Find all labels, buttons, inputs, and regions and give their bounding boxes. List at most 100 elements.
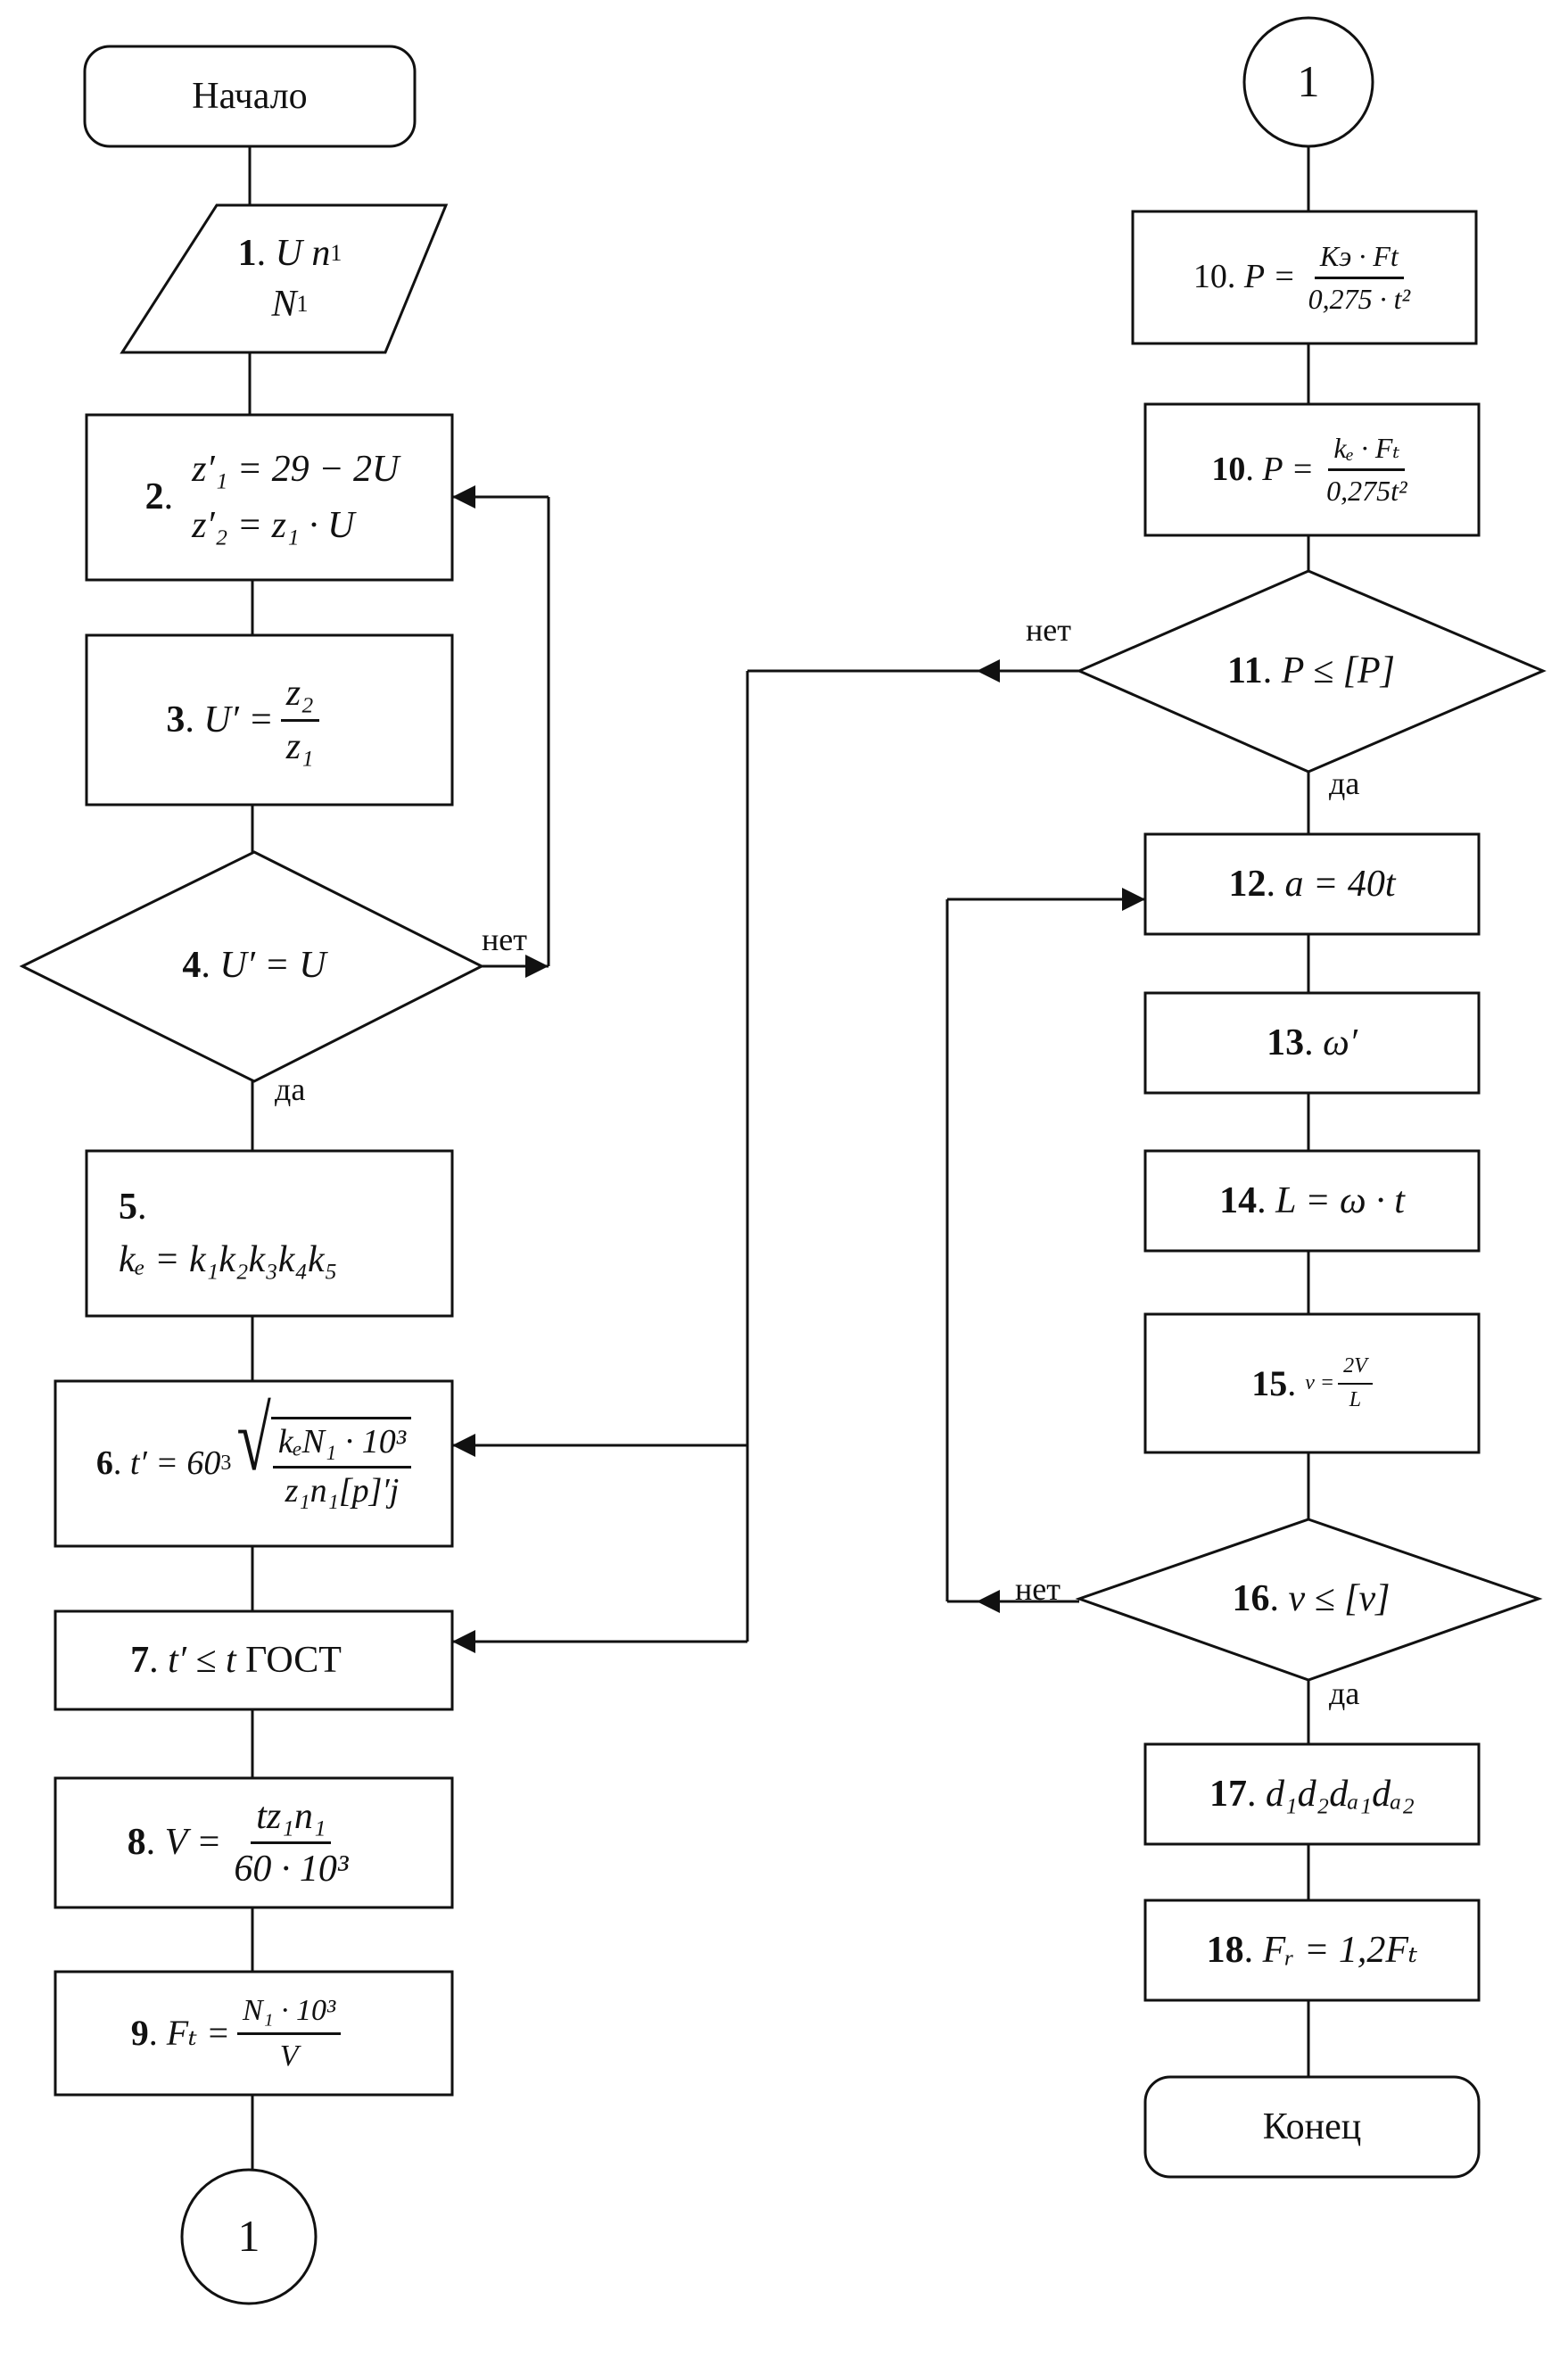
block-10a-lhs: P = — [1243, 258, 1296, 296]
decision-16-no-label: нет — [1015, 1571, 1060, 1607]
block-15-numerator: 2V — [1338, 1354, 1373, 1385]
process-block-17: 17. d₁d₂dₐ₁dₐ₂ — [1209, 1773, 1415, 1815]
input-block-1-shape — [120, 203, 449, 354]
block-15-lhs: ν = — [1305, 1370, 1335, 1394]
decision-11-yes-label: да — [1329, 765, 1360, 801]
block-2-number: 2 — [144, 476, 164, 518]
process-block-2: 2. z′₁ = 29 − 2U z′₂ = z₁ · U — [144, 449, 400, 546]
process-block-13: 13. ω′ — [1267, 1022, 1358, 1063]
process-block-17-shape — [1143, 1742, 1481, 1846]
block-14-number: 14 — [1219, 1179, 1258, 1221]
start-label: Начало — [192, 75, 308, 117]
block-1-number: 1 — [237, 233, 257, 275]
process-block-7: 7. t′ ≤ t ГОСТ — [130, 1639, 342, 1681]
block-6-number: 6 — [95, 1444, 113, 1482]
end-terminal-shape — [1143, 2075, 1481, 2179]
process-block-12: 12. a = 40t — [1228, 863, 1396, 905]
process-block-18-shape — [1143, 1899, 1481, 2002]
block-5-formula: kₑ = k₁k₂k₃k₄k₅ — [119, 1238, 338, 1280]
connector-top-label: 1 — [1297, 56, 1320, 107]
decision-4-yes-label: да — [275, 1071, 306, 1107]
block-11-number: 11 — [1227, 650, 1263, 692]
block-2-line2: z′₂ = z₁ · U — [192, 504, 355, 546]
process-block-3-shape — [85, 633, 454, 807]
block-9-lhs: Fₜ = — [166, 2013, 231, 2053]
process-block-5-shape — [85, 1149, 454, 1318]
block-1-line1-sub: 1 — [330, 240, 342, 267]
process-block-5: 5. kₑ = k₁k₂k₃k₄k₅ — [119, 1187, 338, 1280]
block-9-denominator: V — [279, 2039, 299, 2073]
connector-top: 1 — [1244, 18, 1373, 146]
block-3-numerator: z₂ — [280, 672, 319, 722]
block-18-formula: Fᵣ = 1,2Fₜ — [1262, 1929, 1418, 1971]
process-block-14: 14. L = ω · t — [1219, 1179, 1405, 1221]
decision-16-yes-label: да — [1329, 1675, 1360, 1711]
block-6-root-index: 3 — [220, 1451, 232, 1475]
block-15-denominator: L — [1349, 1387, 1362, 1411]
block-2-line1: z′₁ = 29 − 2U — [192, 449, 400, 491]
block-9-number: 9 — [130, 2013, 149, 2053]
process-block-13-shape — [1143, 991, 1481, 1095]
block-12-number: 12 — [1228, 863, 1267, 905]
connector-bottom-shape — [180, 2168, 318, 2305]
decision-block-4-shape — [19, 850, 485, 1083]
block-5-number: 5 — [119, 1187, 137, 1229]
block-1-line1: U n — [275, 233, 331, 275]
start-terminal: Начало — [85, 46, 415, 146]
end-terminal: Конец — [1145, 2077, 1479, 2177]
process-block-12-shape — [1143, 832, 1481, 936]
decision-11-no-label: нет — [1026, 612, 1071, 648]
block-10a-denominator: 0,275 · t² — [1308, 282, 1411, 315]
block-10b-number: 10 — [1211, 450, 1246, 488]
block-17-formula: d₁d₂dₐ₁dₐ₂ — [1266, 1773, 1415, 1815]
decision-4-no-label: нет — [482, 922, 527, 957]
block-3-number: 3 — [166, 699, 186, 740]
process-block-18: 18. Fᵣ = 1,2Fₜ — [1206, 1929, 1418, 1971]
block-12-formula: a = 40t — [1284, 863, 1396, 905]
block-13-number: 13 — [1267, 1022, 1305, 1063]
block-7-gost: ГОСТ — [245, 1639, 342, 1681]
connector-bottom-label: 1 — [237, 2211, 260, 2262]
block-7-number: 7 — [130, 1639, 150, 1681]
end-label: Конец — [1262, 2106, 1362, 2147]
block-14-formula: L = ω · t — [1275, 1179, 1405, 1221]
block-16-condition: ν ≤ [ν] — [1288, 1578, 1391, 1620]
block-7-condition: t′ ≤ t — [168, 1639, 236, 1681]
block-6-denominator: z₁n₁[p]′j — [285, 1471, 400, 1510]
block-10a-number: 10 — [1193, 258, 1227, 296]
block-6-numerator: kₑN₁ · 10³ — [272, 1423, 412, 1469]
block-6-lhs: t′ = 60 — [129, 1444, 221, 1482]
block-10b-denominator: 0,275t² — [1326, 475, 1407, 507]
block-4-number: 4 — [182, 945, 202, 987]
process-block-10a-shape — [1131, 210, 1478, 345]
decision-block-4: 4. U′ = U — [182, 945, 326, 987]
block-1-line2: N — [271, 283, 297, 325]
block-10a-numerator: Kэ · Ft — [1314, 240, 1404, 279]
block-8-denominator: 60 · 10³ — [234, 1849, 349, 1890]
block-4-condition: U′ = U — [219, 945, 326, 987]
decision-block-16: 16. ν ≤ [ν] — [1232, 1578, 1391, 1620]
block-10b-numerator: kₑ · Fₜ — [1328, 432, 1406, 471]
block-8-lhs: V = — [164, 1822, 222, 1864]
block-10b-lhs: P = — [1262, 450, 1315, 488]
decision-block-11: 11. P ≤ [P] — [1227, 650, 1395, 692]
block-9-numerator: N₁ · 10³ — [237, 1993, 342, 2035]
block-15-number: 15 — [1251, 1362, 1288, 1403]
block-18-number: 18 — [1206, 1929, 1244, 1971]
block-8-numerator: tz₁n₁ — [251, 1795, 332, 1844]
process-block-15-shape — [1143, 1312, 1481, 1454]
block-8-number: 8 — [127, 1822, 146, 1864]
block-17-number: 17 — [1209, 1773, 1247, 1815]
block-16-number: 16 — [1232, 1578, 1270, 1620]
block-1-line2-sub: 1 — [296, 290, 309, 317]
block-3-denominator: z₁ — [285, 725, 314, 767]
process-block-14-shape — [1143, 1149, 1481, 1253]
block-13-formula: ω′ — [1323, 1022, 1358, 1063]
